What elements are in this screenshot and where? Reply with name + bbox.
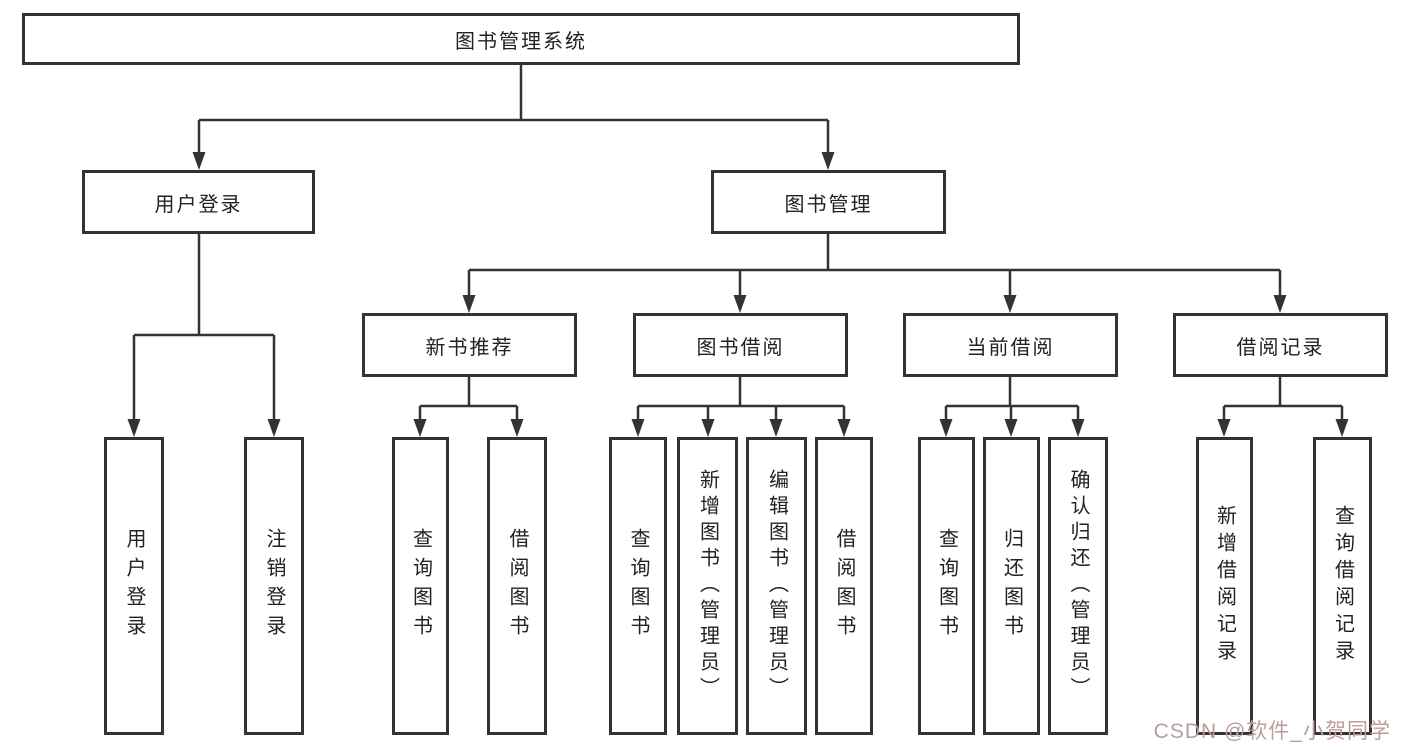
leaf-add-book-admin: 新增图书（管理员） xyxy=(677,437,738,735)
leaf-edit-book-admin: 编辑图书（管理员） xyxy=(746,437,807,735)
node-user-login: 用户登录 xyxy=(82,170,315,234)
leaf-confirm-return-admin: 确认归还（管理员） xyxy=(1048,437,1108,735)
leaf-query-book: 查询图书 xyxy=(392,437,449,735)
node-new-book-recommend: 新书推荐 xyxy=(362,313,577,377)
leaf-query-book: 查询图书 xyxy=(918,437,975,735)
leaf-add-borrow-record: 新增借阅记录 xyxy=(1196,437,1253,735)
node-book-borrowing: 图书借阅 xyxy=(633,313,848,377)
node-current-borrowing: 当前借阅 xyxy=(903,313,1118,377)
leaf-borrow-book: 借阅图书 xyxy=(487,437,547,735)
leaf-query-book: 查询图书 xyxy=(609,437,667,735)
leaf-logout: 注销登录 xyxy=(244,437,304,735)
node-library-management-system: 图书管理系统 xyxy=(22,13,1020,65)
node-borrow-records: 借阅记录 xyxy=(1173,313,1388,377)
leaf-return-book: 归还图书 xyxy=(983,437,1040,735)
leaf-borrow-book: 借阅图书 xyxy=(815,437,873,735)
node-book-management: 图书管理 xyxy=(711,170,946,234)
leaf-query-borrow-record: 查询借阅记录 xyxy=(1313,437,1372,735)
leaf-user-login: 用户登录 xyxy=(104,437,164,735)
